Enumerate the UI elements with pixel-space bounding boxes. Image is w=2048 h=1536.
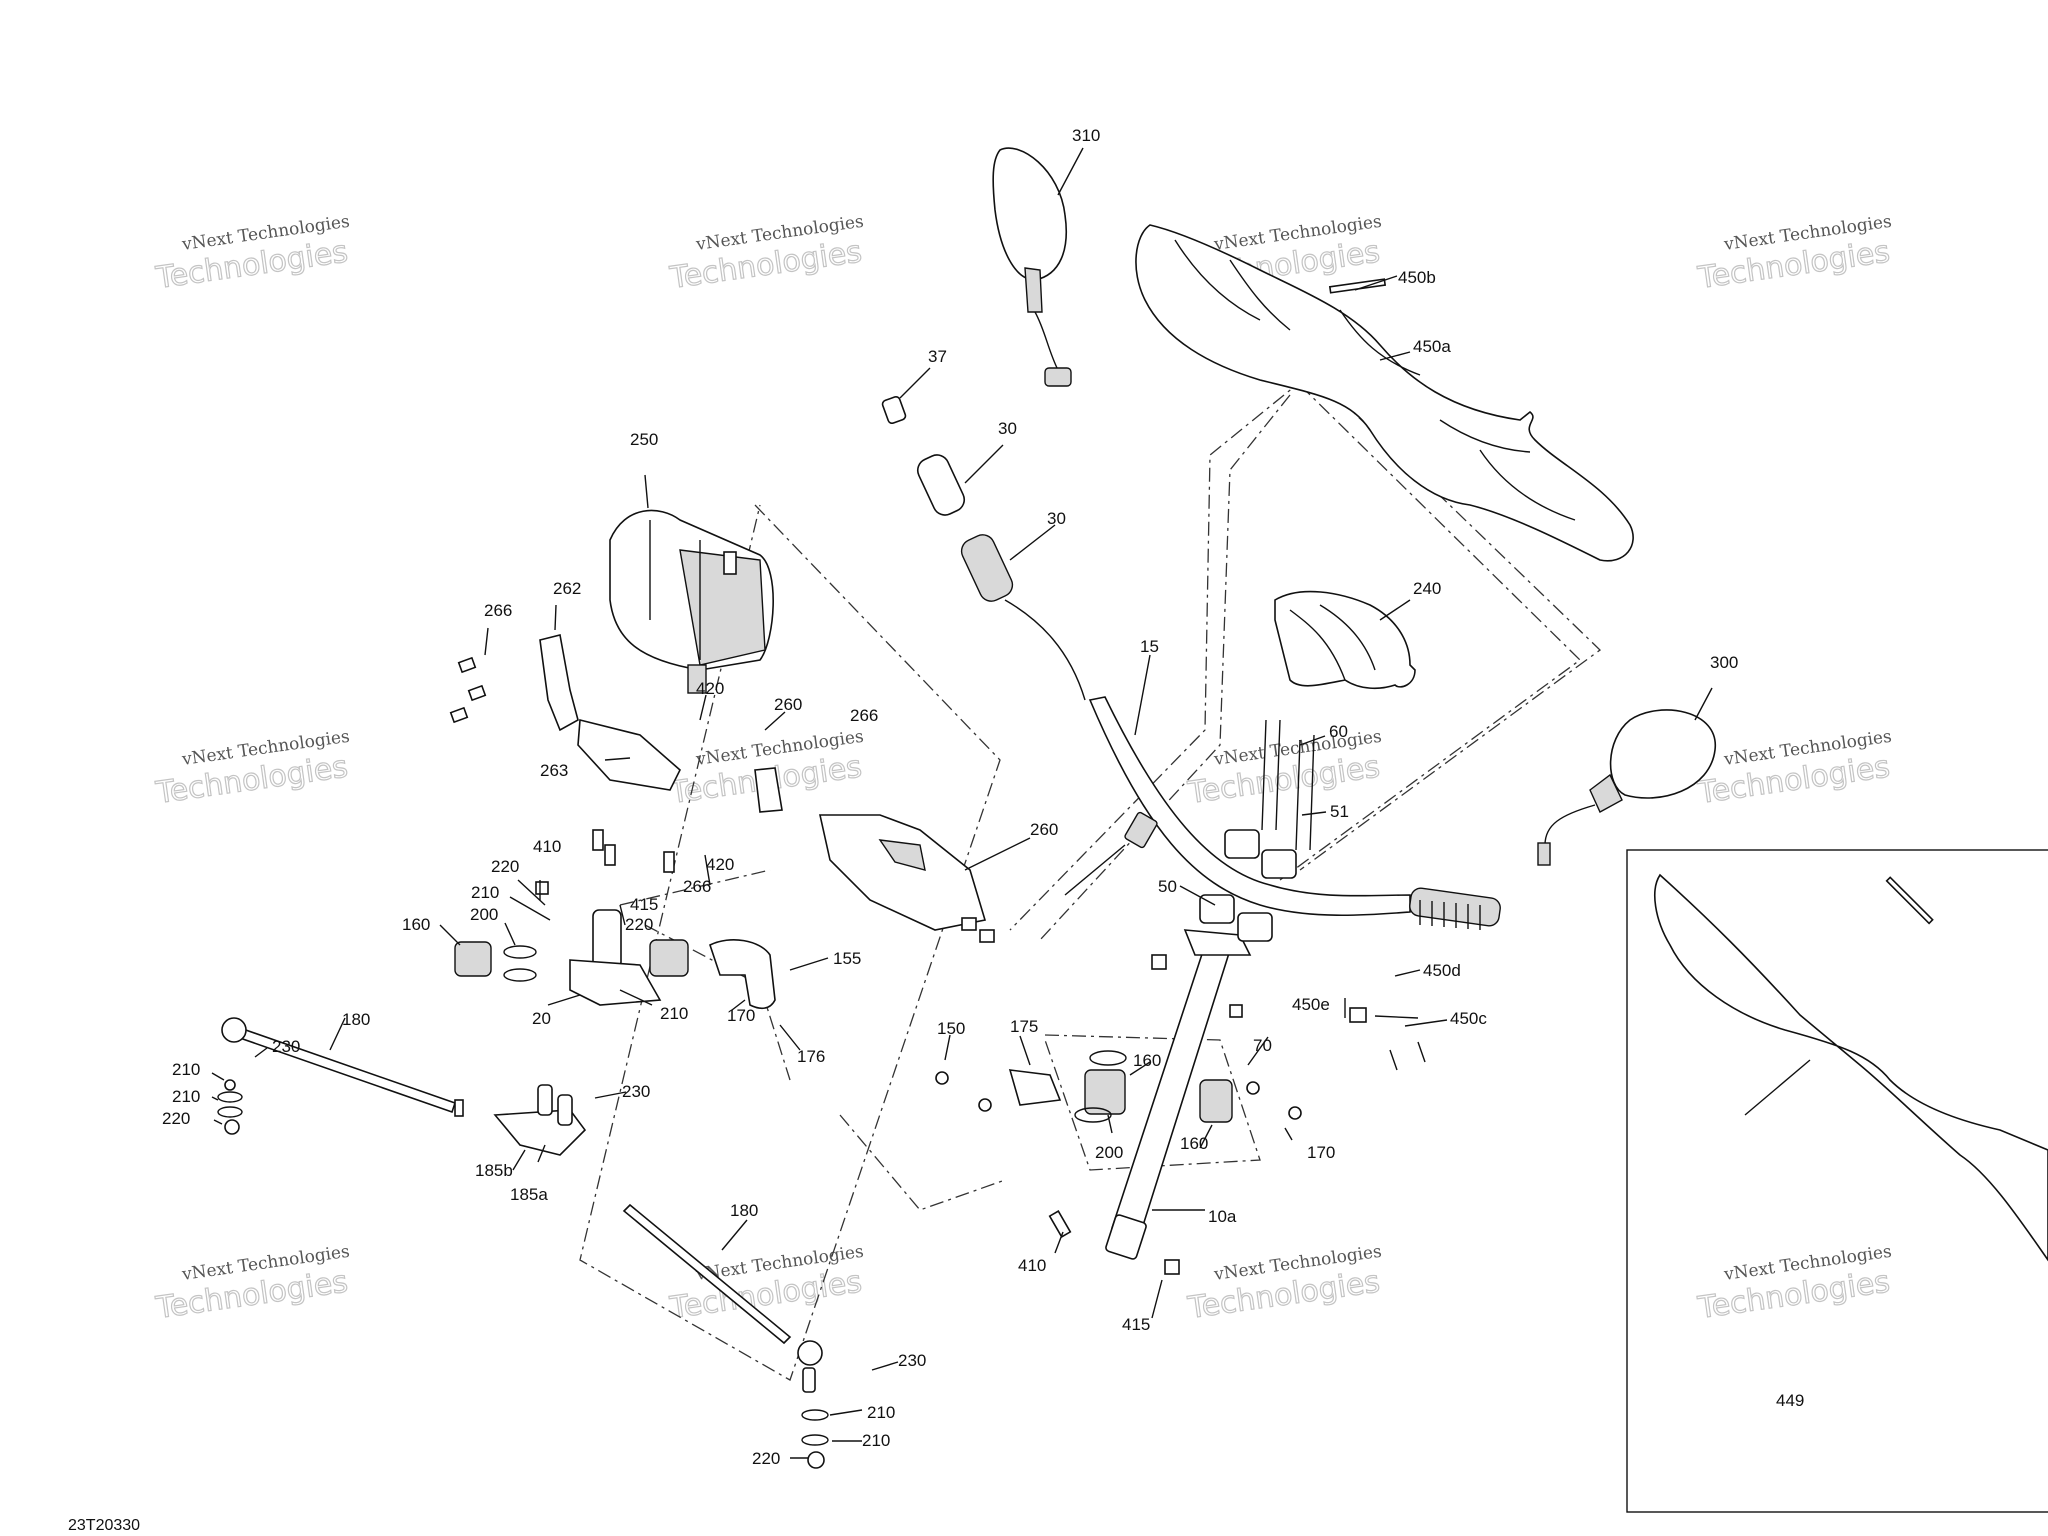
callout-label: 250	[630, 430, 658, 449]
reference-code: 23T20330	[68, 1517, 140, 1534]
callout-label: 180	[730, 1201, 758, 1220]
callout-label: 266	[683, 877, 711, 896]
callout-label: 10a	[1208, 1207, 1237, 1226]
callout-label: 230	[898, 1351, 926, 1370]
callout-label: 30	[998, 419, 1017, 438]
callout-label: 210	[172, 1087, 200, 1106]
callout-label: 210	[172, 1060, 200, 1079]
steering-shaft-parts	[454, 909, 776, 1010]
callout-label: 185a	[510, 1185, 548, 1204]
callout-label: 220	[491, 857, 519, 876]
callout-label: 15	[1140, 637, 1159, 656]
detail-inset	[1626, 849, 2048, 1513]
callout-label: 420	[696, 679, 724, 698]
callout-label: 450a	[1413, 337, 1451, 356]
callout-label: 263	[540, 761, 568, 780]
callout-label: 450b	[1398, 268, 1436, 287]
callout-label: 37	[928, 347, 947, 366]
grip-parts	[881, 395, 1158, 896]
callout-label: 415	[1122, 1315, 1150, 1334]
callout-label: 450c	[1450, 1009, 1487, 1028]
callout-label: 180	[342, 1010, 370, 1029]
callout-label: 260	[774, 695, 802, 714]
callout-label: 176	[797, 1047, 825, 1066]
callout-label: 210	[862, 1431, 890, 1450]
callout-label: 410	[533, 837, 561, 856]
callout-label: 200	[1095, 1143, 1123, 1162]
callout-label: 51	[1330, 802, 1349, 821]
leader-lines	[211, 147, 1713, 1459]
callout-label: 240	[1413, 579, 1441, 598]
callout-label: 230	[272, 1037, 300, 1056]
callout-label: 20	[532, 1009, 551, 1028]
callout-label: 310	[1072, 126, 1100, 145]
callout-label: 60	[1329, 722, 1348, 741]
callout-label: 260	[1030, 820, 1058, 839]
callout-label: 300	[1710, 653, 1738, 672]
callout-label: 220	[162, 1109, 190, 1128]
callout-label: 200	[470, 905, 498, 924]
callout-label: 450e	[1292, 995, 1330, 1014]
callout-label: 420	[706, 855, 734, 874]
inset-label: 449	[1776, 1391, 1804, 1410]
callout-label: 262	[553, 579, 581, 598]
callout-label: 210	[660, 1004, 688, 1023]
callout-label: 220	[625, 915, 653, 934]
power-steering-unit	[609, 509, 774, 694]
mounting-brackets	[539, 634, 987, 931]
callout-label: 50	[1158, 877, 1177, 896]
assembly-outlines	[579, 377, 1602, 1381]
fasteners	[449, 656, 1426, 1275]
handlebar	[1088, 696, 1501, 930]
mirror-left	[992, 147, 1072, 387]
callout-label: 30	[1047, 509, 1066, 528]
callout-label: 220	[752, 1449, 780, 1468]
callout-labels: 310 37 30 30 450b 450a 250 240 15 266 262 420 260 266…	[162, 126, 1738, 1468]
callout-label: 160	[1133, 1051, 1161, 1070]
callout-label: 160	[1180, 1134, 1208, 1153]
callout-label: 450d	[1423, 961, 1461, 980]
callout-label: 210	[471, 883, 499, 902]
callout-label: 70	[1253, 1036, 1272, 1055]
steering-column	[1105, 929, 1252, 1260]
callout-label: 185b	[475, 1161, 513, 1180]
callout-label: 170	[1307, 1143, 1335, 1162]
lower-steering-parts	[935, 1050, 1302, 1123]
callout-label: 150	[937, 1019, 965, 1038]
callout-label: 170	[727, 1006, 755, 1025]
callout-label: 160	[402, 915, 430, 934]
callout-label: 210	[867, 1403, 895, 1422]
callout-label: 266	[484, 601, 512, 620]
callout-label: 410	[1018, 1256, 1046, 1275]
hand-guard	[1135, 224, 1634, 562]
tie-rods	[217, 1017, 829, 1469]
callout-label: 175	[1010, 1017, 1038, 1036]
callout-label: 155	[833, 949, 861, 968]
handlebar-cover	[1274, 590, 1416, 690]
callout-label: 230	[622, 1082, 650, 1101]
callout-label: 266	[850, 706, 878, 725]
mirror-right	[1537, 709, 1716, 866]
callout-label: 415	[630, 895, 658, 914]
